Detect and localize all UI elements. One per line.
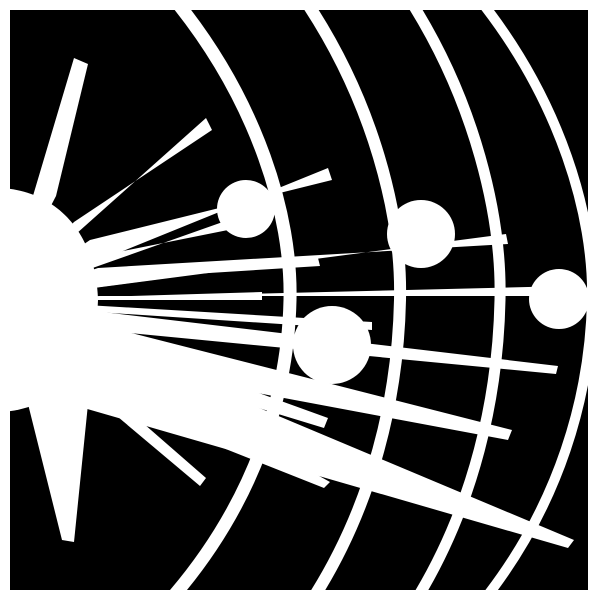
- sun: [10, 58, 574, 548]
- sun-ray-u6: [10, 286, 568, 300]
- sun-ray-d5: [10, 300, 372, 330]
- sun-ray-d2: [10, 302, 512, 440]
- sun-ray-fill-u: [10, 228, 160, 300]
- planet-1: [217, 180, 275, 238]
- sun-ray-u4: [10, 234, 508, 299]
- sun-ray-group: [10, 58, 574, 548]
- sun-ray-u3: [10, 218, 238, 298]
- sun-ray-u5: [10, 258, 320, 299]
- sun-ray-down-long: [10, 309, 88, 542]
- sun-ray-u2: [10, 168, 332, 297]
- sun-ray-d4: [10, 300, 558, 374]
- planet-3: [387, 200, 455, 268]
- orbit-arc-4: [481, 10, 588, 590]
- planet-4: [529, 269, 588, 329]
- orbit-arc-2: [304, 10, 407, 590]
- sun-ray-d7: [10, 303, 574, 548]
- sun-ray-up-long: [10, 58, 88, 285]
- planet-group: [217, 180, 588, 384]
- sun-ray-fill-d: [10, 300, 160, 372]
- orbit-arc-1: [169, 10, 297, 590]
- planet-2: [293, 306, 371, 384]
- sun-ray-u1: [10, 118, 212, 293]
